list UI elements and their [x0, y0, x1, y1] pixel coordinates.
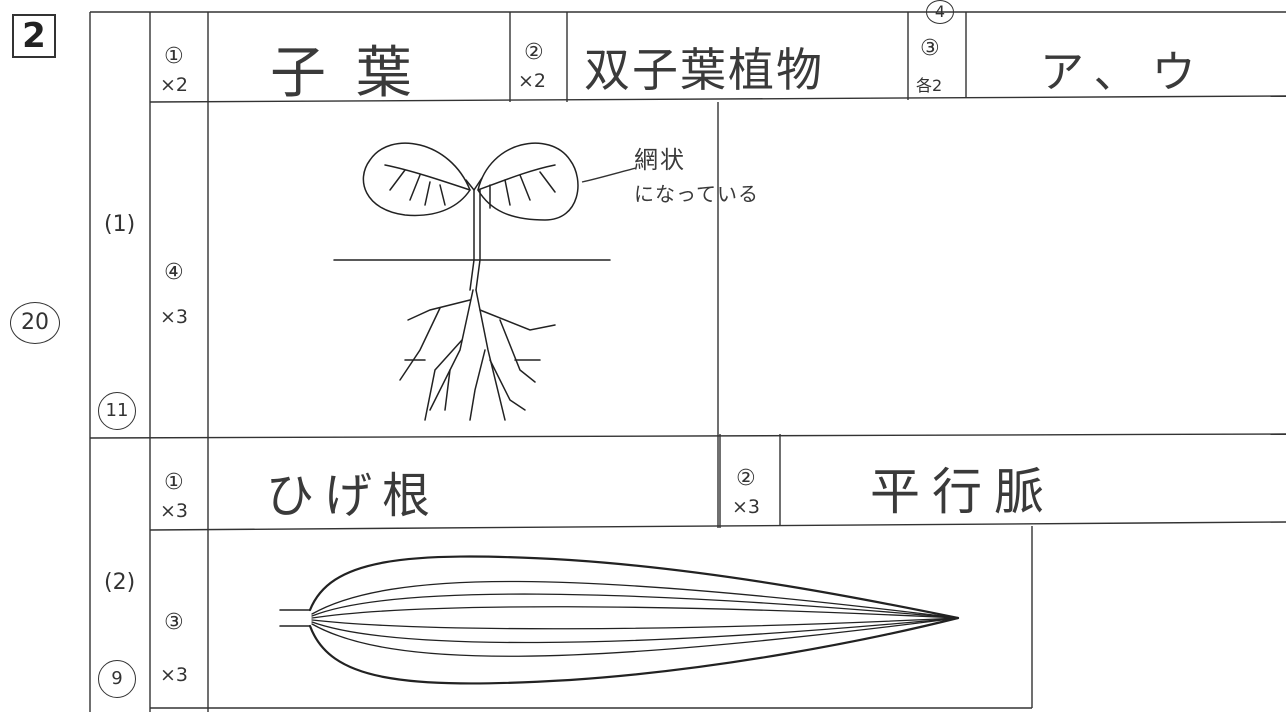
p1-q3-score: 4: [926, 0, 954, 24]
p1-q2-number: ②: [524, 40, 544, 65]
p1-q2-answer: 双子葉植物: [584, 43, 824, 97]
p1-q1-mark: ×2: [160, 74, 189, 96]
question-number: 2: [22, 16, 46, 56]
p1-q3-number: ③: [920, 36, 940, 61]
p1-q4-annotation-line1: 網状: [634, 146, 686, 174]
p2-q1-number: ①: [164, 470, 184, 495]
total-score: 20: [10, 302, 60, 344]
p2-q2-answer: 平行脈: [870, 463, 1056, 521]
p1-q4-number: ④: [164, 260, 184, 285]
part2-score: 9: [98, 660, 136, 698]
p1-q4-mark: ×3: [160, 306, 189, 328]
part1-label: (1): [104, 212, 136, 237]
p1-q4-annotation-line2: になっている: [634, 182, 759, 206]
dicot-seedling-drawing: [333, 142, 611, 421]
p2-q1-mark: ×3: [160, 500, 189, 522]
p1-q2-mark: ×2: [518, 70, 547, 92]
annotation-leader-line: [581, 167, 637, 183]
p2-q3-mark: ×3: [160, 664, 189, 686]
p1-q1-answer: 子 葉: [270, 41, 418, 106]
monocot-leaf-drawing: [279, 555, 960, 685]
p1-q3-answer: ア、ウ: [1040, 47, 1210, 98]
p1-q1-number: ①: [164, 44, 184, 69]
p2-q2-mark: ×3: [732, 496, 761, 518]
question-number-box: 2: [12, 14, 56, 58]
part1-score: 11: [98, 392, 136, 430]
part2-label: (2): [104, 570, 136, 595]
p1-q3-mark: 各2: [916, 76, 943, 95]
p2-q2-number: ②: [736, 466, 756, 491]
p2-q1-answer: ひげ根: [266, 468, 441, 524]
p2-q3-number: ③: [164, 610, 184, 635]
